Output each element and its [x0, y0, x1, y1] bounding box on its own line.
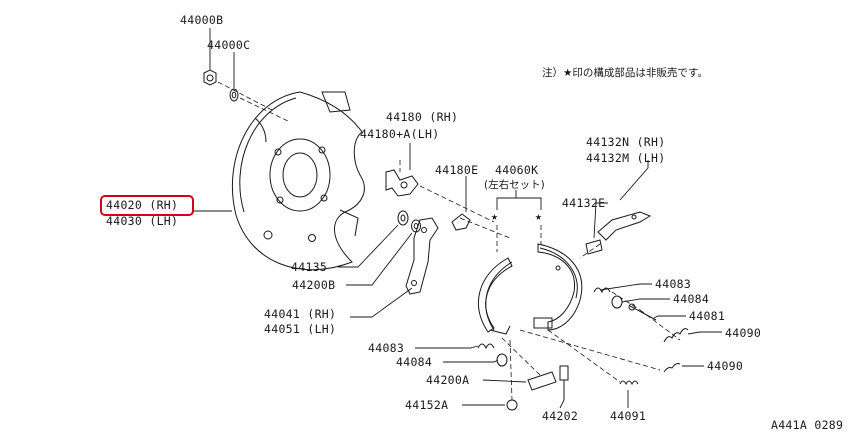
- label-44020: 44020 (RH): [106, 198, 178, 212]
- label-44060K: 44060K: [495, 163, 538, 177]
- label-44132N: 44132N (RH): [586, 135, 665, 149]
- cup-44084-left: [496, 353, 508, 367]
- bolt-44202: [559, 365, 569, 400]
- label-44200B: 44200B: [292, 278, 335, 292]
- label-44051: 44051 (LH): [264, 322, 336, 336]
- label-44000C: 44000C: [207, 38, 250, 52]
- label-44132M: 44132M (LH): [586, 151, 665, 165]
- toggle-lever-44041: [405, 217, 439, 295]
- label-44090-lower: 44090: [707, 359, 743, 373]
- brake-shoe-left: [478, 257, 513, 335]
- label-44060K-set: (左右セット): [484, 178, 545, 191]
- assembly-dashed-lines: [217, 81, 681, 401]
- label-44135: 44135: [291, 260, 327, 274]
- label-44180-rh: 44180 (RH): [386, 110, 458, 124]
- figure-code: A441A 0289: [771, 418, 843, 432]
- adjuster-44180: [385, 169, 419, 197]
- pin-44152A: [506, 399, 518, 411]
- spring-44083-left: [477, 343, 495, 350]
- label-44152A: 44152A: [405, 398, 448, 412]
- leader-lines: [193, 28, 722, 409]
- label-44000B: 44000B: [180, 13, 223, 27]
- star-mark-left: ★: [491, 209, 498, 223]
- label-44202: 44202: [542, 409, 578, 423]
- washer-44135: [397, 210, 409, 226]
- brake-shoe-right: [533, 243, 583, 331]
- label-44041: 44041 (RH): [264, 307, 336, 321]
- label-44081: 44081: [689, 309, 725, 323]
- spring-44180E: [451, 213, 471, 231]
- spring-44090-lower: [663, 363, 681, 373]
- label-44083-left: 44083: [368, 341, 404, 355]
- spring-44091: [619, 380, 639, 386]
- washer-44000C: [229, 88, 239, 102]
- label-44030: 44030 (LH): [106, 214, 178, 228]
- label-44084-left: 44084: [396, 355, 432, 369]
- label-44132E: 44132E: [562, 196, 605, 210]
- parking-lever-44132: [585, 211, 652, 255]
- label-44090-upper: 44090: [725, 326, 761, 340]
- star-mark-right: ★: [535, 209, 542, 223]
- label-44180A-lh: 44180+A(LH): [360, 127, 439, 141]
- spring-44090-upper: [663, 328, 689, 343]
- label-44083-right: 44083: [655, 277, 691, 291]
- highlight-44020: [100, 195, 194, 216]
- adjuster-44200A: [527, 371, 557, 391]
- backing-plate: [232, 91, 365, 271]
- nut-44000B: [203, 69, 217, 86]
- label-44180E: 44180E: [435, 163, 478, 177]
- label-44084-right: 44084: [673, 292, 709, 306]
- label-44200A: 44200A: [426, 373, 469, 387]
- label-44091: 44091: [610, 409, 646, 423]
- non-sale-note: 注）★印の構成部品は非販売です。: [542, 66, 708, 79]
